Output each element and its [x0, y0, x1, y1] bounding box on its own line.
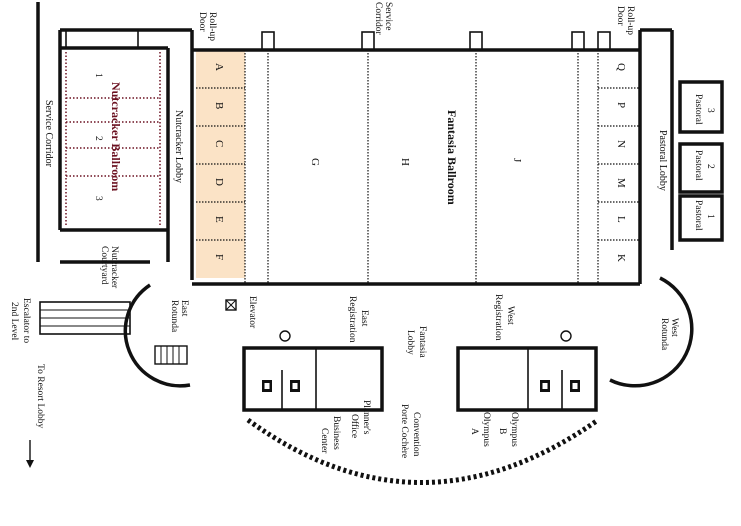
pastoral-3-name: Pastoral	[693, 94, 703, 125]
rollup-door-right-label-2: Door	[615, 6, 625, 26]
rollup-door-right-label: Roll-up	[625, 6, 635, 35]
nutcracker-section-1: 1	[93, 73, 103, 78]
escalator-label: Escalator to	[21, 298, 31, 343]
lower-block-left	[242, 346, 384, 412]
business-center-label-2: Center	[319, 428, 329, 454]
fantasia-lobby-label-2: Lobby	[405, 330, 415, 355]
section-f: F	[213, 254, 225, 260]
restroom-icon	[262, 380, 272, 392]
nutcracker-courtyard-label-2: Courtyard	[99, 246, 109, 285]
section-c: C	[213, 140, 225, 147]
section-k: K	[615, 254, 627, 262]
lower-block-right	[456, 346, 598, 412]
pastoral-1-name: Pastoral	[693, 200, 703, 231]
fantasia-ballroom-label: Fantasia Ballroom	[445, 110, 459, 205]
nutcracker-lobby-label: Nutcracker Lobby	[173, 110, 184, 183]
nutcracker-ballroom-label: Nutcracker Ballroom	[109, 82, 123, 191]
section-l: L	[615, 216, 627, 223]
elevator-label: Elevator	[247, 296, 257, 329]
service-corridor-walls	[36, 2, 168, 262]
service-corridor-left-label: Service Corridor	[43, 100, 54, 168]
service-corridor-top-label: Service	[383, 2, 393, 31]
service-corridor-top-label-2: Corridor	[373, 2, 383, 36]
elevator-icon	[225, 299, 237, 311]
olympus-b-label: Olympus	[509, 412, 519, 447]
business-center-label: Business	[331, 416, 341, 450]
east-rotunda-label: East	[179, 300, 189, 317]
porte-cochere-label-2: Porte Cochère	[399, 404, 409, 458]
restroom-icon	[540, 380, 550, 392]
resort-lobby-label: To Resort Lobby	[35, 364, 45, 428]
section-q: Q	[615, 63, 627, 71]
rollup-door-left-label-2: Door	[197, 12, 207, 32]
nutcracker-ballroom	[60, 46, 170, 232]
fantasia-lobby-label: Fantasia	[417, 326, 427, 358]
section-a: A	[213, 63, 225, 71]
section-b: B	[213, 102, 225, 109]
planners-office-label: Planner's	[361, 400, 371, 435]
phone-icon	[279, 330, 291, 342]
porte-cochere-canopy	[246, 417, 600, 485]
escalator-label-2: 2nd Level	[9, 302, 19, 341]
restroom-icon	[570, 380, 580, 392]
phone-icon	[560, 330, 572, 342]
west-rotunda-label: West	[669, 318, 679, 337]
section-g: G	[309, 158, 321, 166]
west-registration-label: West	[505, 306, 515, 325]
pastoral-3-number: 3	[705, 108, 715, 113]
west-registration-label-2: Registration	[493, 294, 503, 341]
east-registration-label-2: Registration	[347, 296, 357, 343]
section-d: D	[213, 178, 225, 186]
east-rotunda-label-2: Rotunda	[169, 300, 179, 333]
west-rotunda-label-2: Rotunda	[659, 318, 669, 351]
section-m: M	[615, 178, 627, 188]
porte-cochere-label: Convention	[411, 412, 421, 457]
olympus-a-label-2: A	[469, 428, 479, 435]
nutcracker-lobby-walls	[60, 28, 194, 280]
restroom-icon	[290, 380, 300, 392]
section-j: J	[511, 158, 523, 163]
pastoral-1-number: 1	[705, 214, 715, 219]
nutcracker-courtyard-label: Nutcracker	[109, 246, 119, 289]
stairs-icon	[154, 345, 188, 365]
nutcracker-section-3: 3	[93, 196, 103, 201]
east-rotunda-wall	[123, 283, 191, 388]
planners-office-label-2: Office	[349, 414, 360, 438]
escalator-icon	[39, 301, 131, 335]
section-n: N	[615, 140, 627, 148]
section-p: P	[615, 102, 627, 108]
pastoral-rooms	[670, 30, 724, 250]
east-registration-label: East	[359, 310, 369, 327]
west-rotunda-wall	[609, 276, 694, 388]
nutcracker-section-2: 2	[93, 136, 103, 141]
arrow-down-icon	[26, 440, 34, 468]
pastoral-lobby-label: Pastoral Lobby	[657, 130, 668, 191]
section-e: E	[213, 216, 225, 223]
section-h: H	[399, 158, 411, 166]
pastoral-2-number: 2	[705, 164, 715, 169]
pastoral-2-name: Pastoral	[693, 150, 703, 181]
olympus-a-label: Olympus	[481, 412, 491, 447]
rollup-door-left-label: Roll-up	[207, 12, 217, 41]
fantasia-partitions	[196, 50, 640, 284]
fantasia-ballroom-walls	[192, 28, 672, 286]
olympus-b-label-2: B	[497, 428, 507, 434]
